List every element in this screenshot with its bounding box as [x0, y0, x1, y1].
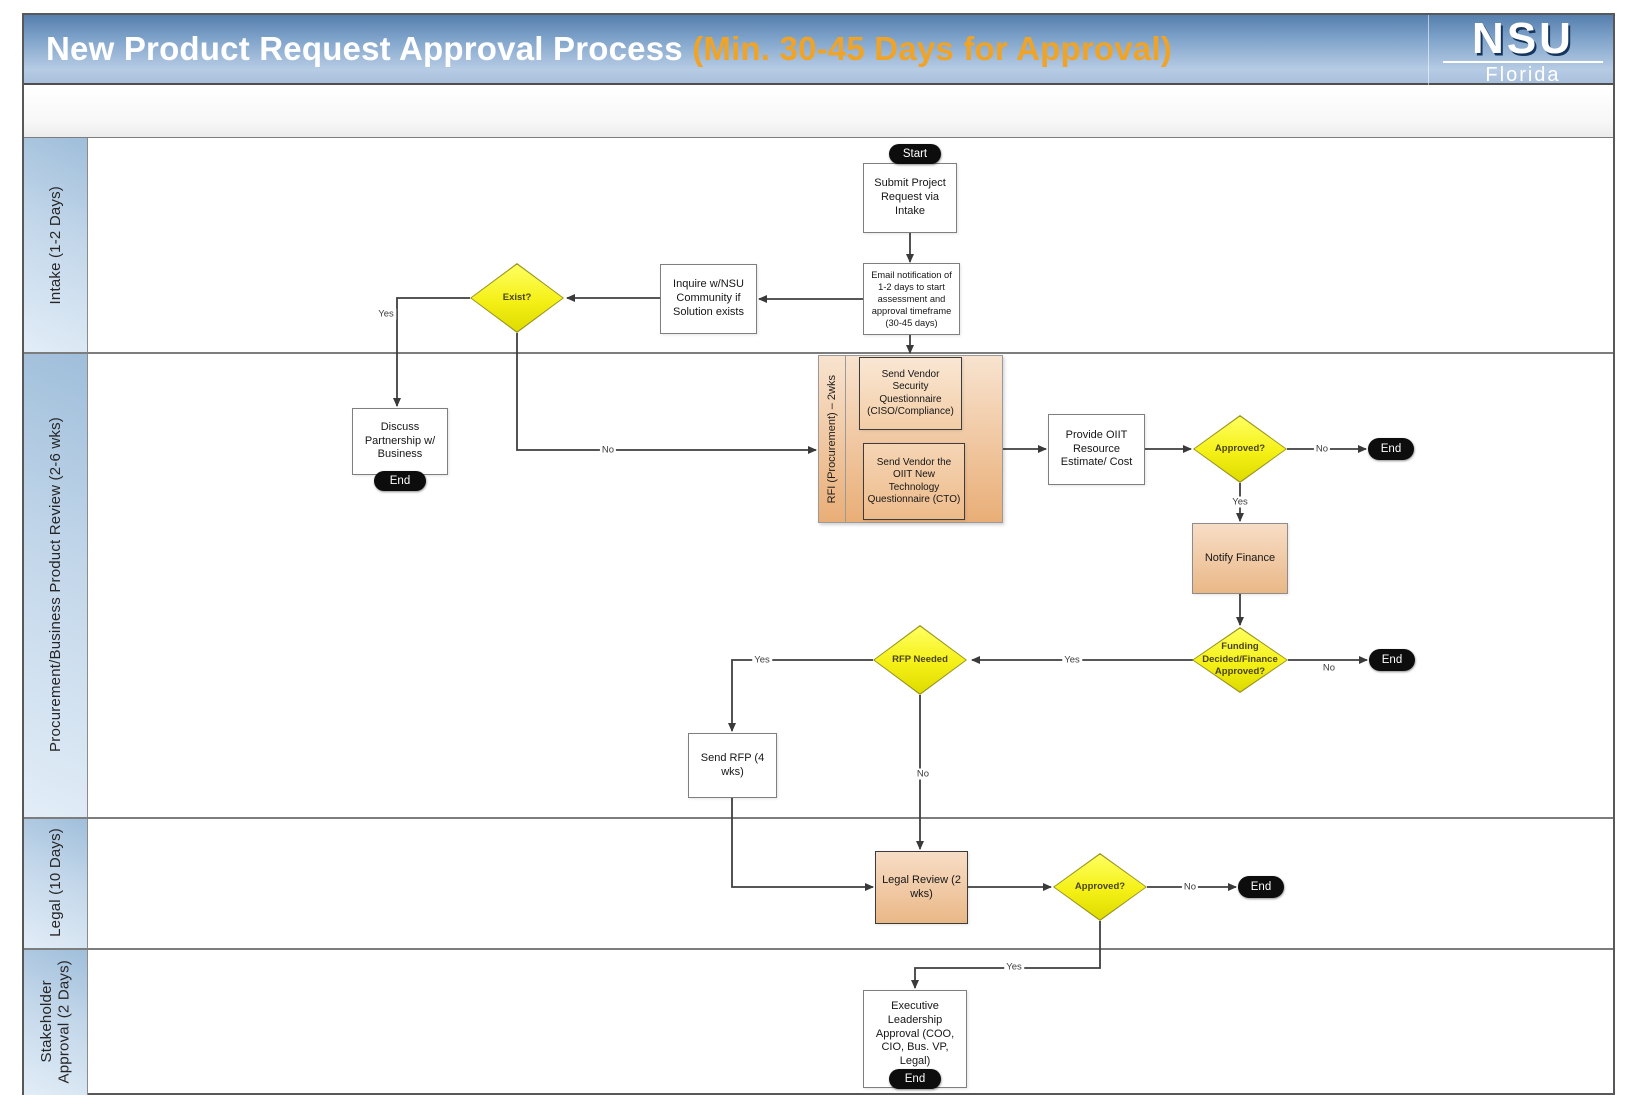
- nsu-logo-text: NSU: [1472, 14, 1574, 63]
- step-email-notification: Email notification of 1-2 days to start …: [863, 263, 960, 335]
- lane-stakeholder: Stakeholder Approval (2 Days): [24, 948, 88, 1095]
- step-send-rfp: Send RFP (4 wks): [688, 733, 777, 798]
- end-terminator-2: End: [1369, 649, 1415, 671]
- lane-intake-label: Intake (1-2 Days): [46, 185, 64, 305]
- lane-procurement: Procurement/Business Product Review (2-6…: [24, 352, 88, 817]
- edge-label-no-approved1: No: [1313, 443, 1331, 455]
- decision-funding: Funding Decided/Finance Approved?: [1192, 627, 1288, 693]
- rfi-label-strip: RFI (Procurement) – 2wks: [819, 356, 846, 522]
- diagram-frame: [22, 13, 1615, 1095]
- step-legal-review: Legal Review (2 wks): [875, 851, 968, 924]
- lane-divider-3: [24, 948, 1613, 950]
- header-divider: [1428, 15, 1429, 85]
- nsu-logo-florida: Florida: [1443, 60, 1603, 87]
- lane-legal-label: Legal (10 Days): [46, 828, 64, 937]
- decision-exist: Exist?: [470, 263, 564, 333]
- end-terminator-1: End: [1368, 438, 1414, 460]
- decision-exist-label: Exist?: [502, 291, 532, 303]
- step-executive-approval: Executive Leadership Approval (COO, CIO,…: [863, 990, 967, 1088]
- decision-approved-2-label: Approved?: [1074, 880, 1126, 892]
- lane-legal: Legal (10 Days): [24, 817, 88, 948]
- edge-label-no-funding: No: [1320, 662, 1338, 674]
- step-inquire-community: Inquire w/NSU Community if Solution exis…: [660, 264, 757, 334]
- decision-rfp-needed: RFP Needed: [873, 625, 967, 695]
- title-highlight: (Min. 30-45 Days for Approval): [692, 30, 1172, 67]
- lane-stakeholder-label: Stakeholder Approval (2 Days): [38, 959, 73, 1084]
- subheader-band: [24, 87, 1613, 138]
- lane-divider-2: [24, 817, 1613, 819]
- step-provide-estimate: Provide OIIT Resource Estimate/ Cost: [1048, 414, 1145, 485]
- lane-intake: Intake (1-2 Days): [24, 138, 88, 352]
- rfi-label: RFI (Procurement) – 2wks: [826, 374, 838, 504]
- end-terminator-4: End: [889, 1069, 941, 1089]
- header-bar: New Product Request Approval Process (Mi…: [24, 15, 1613, 85]
- edge-label-yes-rfp: Yes: [752, 654, 772, 666]
- lane-divider-1: [24, 352, 1613, 354]
- decision-funding-label: Funding Decided/Finance Approved?: [1202, 641, 1278, 678]
- start-terminator: Start: [889, 144, 941, 164]
- page-title: New Product Request Approval Process (Mi…: [24, 30, 1172, 68]
- edge-label-no-rfp: No: [914, 768, 932, 780]
- end-terminator-discuss: End: [374, 471, 426, 491]
- edge-label-yes-approved2: Yes: [1004, 961, 1024, 973]
- decision-approved-2: Approved?: [1053, 853, 1147, 921]
- decision-approved-1-label: Approved?: [1214, 442, 1266, 454]
- nsu-logo: NSU Florida: [1443, 14, 1603, 87]
- step-send-oiit-questionnaire: Send Vendor the OIIT New Technology Ques…: [863, 443, 965, 520]
- end-terminator-3: End: [1238, 876, 1284, 898]
- edge-label-yes-funding: Yes: [1062, 654, 1082, 666]
- title-main: New Product Request Approval Process: [46, 30, 693, 67]
- step-notify-finance: Notify Finance: [1192, 523, 1288, 594]
- edge-label-no-exist: No: [599, 444, 617, 456]
- decision-approved-1: Approved?: [1193, 415, 1287, 483]
- step-submit-request: Submit Project Request via Intake: [863, 163, 957, 233]
- lane-procurement-label: Procurement/Business Product Review (2-6…: [46, 417, 64, 752]
- edge-label-yes-exist: Yes: [376, 308, 396, 320]
- decision-rfp-needed-label: RFP Needed: [892, 653, 948, 665]
- edge-label-yes-approved1: Yes: [1230, 496, 1250, 508]
- step-send-security-questionnaire: Send Vendor Security Questionnaire (CISO…: [859, 357, 962, 430]
- edge-label-no-approved2: No: [1181, 881, 1199, 893]
- step-discuss-partnership: Discuss Partnership w/ Business: [352, 408, 448, 475]
